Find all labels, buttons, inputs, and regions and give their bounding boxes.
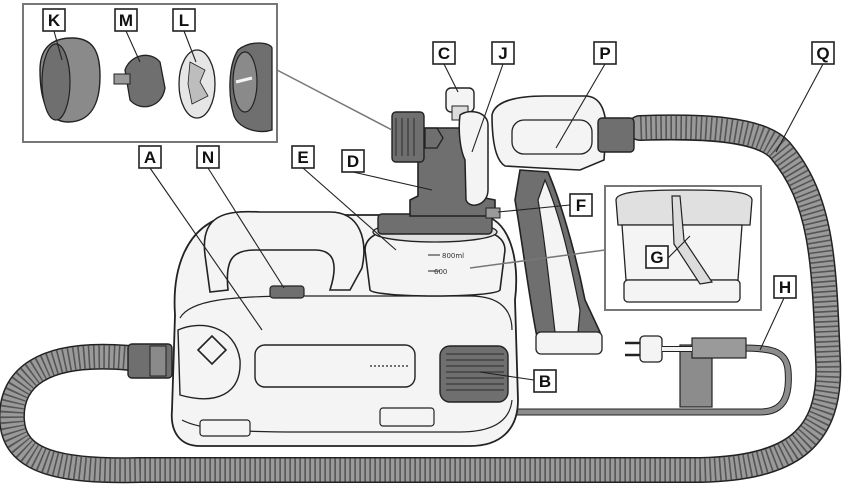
callout-k-label: K xyxy=(48,11,61,30)
callout-q: Q xyxy=(812,42,834,64)
callout-b: B xyxy=(534,370,556,392)
callout-h: H xyxy=(774,276,796,298)
callout-n-label: N xyxy=(202,148,214,167)
callout-c: C xyxy=(433,42,455,64)
callout-c-label: C xyxy=(438,44,450,63)
nozzle-parts-inset xyxy=(23,4,392,142)
callout-f: F xyxy=(570,194,592,216)
callout-b-label: B xyxy=(539,372,551,391)
callout-k: K xyxy=(43,9,65,31)
callout-d-label: D xyxy=(347,152,359,171)
callout-a: A xyxy=(139,146,161,168)
callout-l-label: L xyxy=(179,11,189,30)
callout-d: D xyxy=(342,150,364,172)
callout-a-label: A xyxy=(144,148,156,167)
callout-f-label: F xyxy=(576,196,586,215)
callout-n: N xyxy=(197,146,219,168)
callout-q-label: Q xyxy=(816,44,829,63)
container-mark-lower: 600 xyxy=(434,268,447,276)
callout-e-label: E xyxy=(297,148,308,167)
callout-l: L xyxy=(173,9,195,31)
callout-g: G xyxy=(646,246,668,268)
container-mark-upper: 800ml xyxy=(442,252,464,260)
callout-p: P xyxy=(594,42,616,64)
callout-e: E xyxy=(292,146,314,168)
callout-m-label: M xyxy=(119,11,133,30)
callout-h-label: H xyxy=(779,278,791,297)
callout-j: J xyxy=(492,42,514,64)
callout-j-label: J xyxy=(498,44,507,63)
callout-p-label: P xyxy=(599,44,610,63)
callout-g-label: G xyxy=(650,248,663,267)
callout-m: M xyxy=(115,9,137,31)
